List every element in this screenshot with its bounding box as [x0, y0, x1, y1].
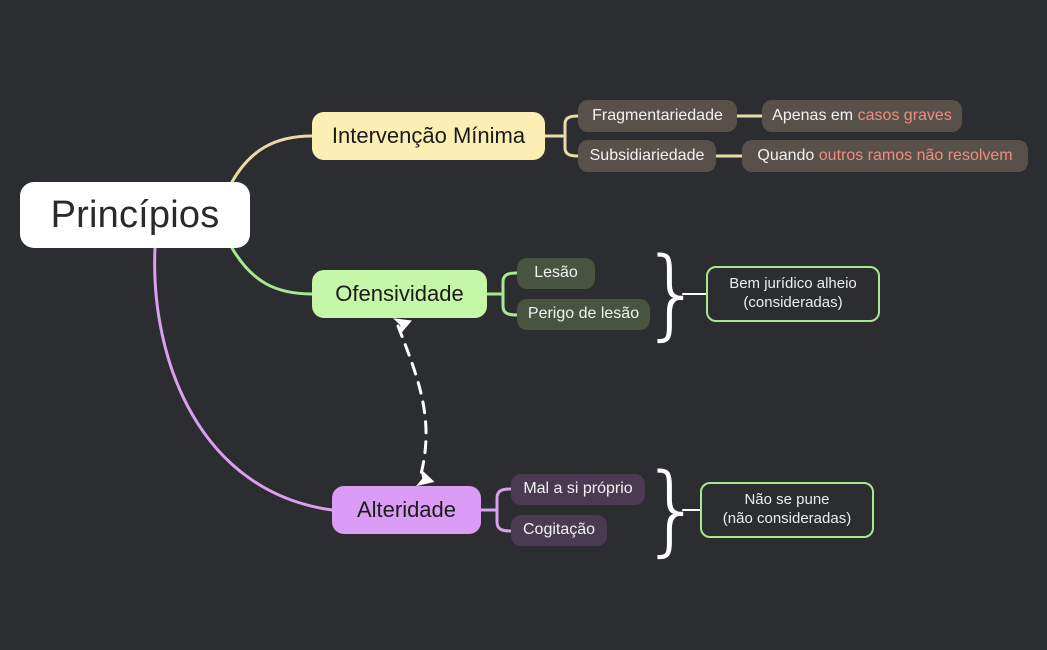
subnode-mal-a-si-proprio-label: Mal a si próprio	[523, 480, 633, 498]
cross-link-ofensividade-alteridade	[393, 318, 435, 487]
fork-intervencao	[543, 114, 580, 158]
subnode-lesao-label: Lesão	[534, 264, 578, 282]
subnode-subsidiariedade-label: Subsidiariedade	[589, 146, 705, 164]
callout-ofensividade[interactable]: Bem jurídico alheio (consideradas)	[706, 266, 880, 322]
detail-fragmentariedade-plain: Apenas em	[772, 106, 858, 124]
detail-fragmentariedade-highlight: casos graves	[857, 106, 952, 124]
branch-ofensividade-label: Ofensividade	[335, 281, 464, 307]
root-node[interactable]: Princípios	[20, 182, 250, 248]
detail-subsidiariedade[interactable]: Quando outros ramos não resolvem	[742, 140, 1028, 172]
brace-alteridade-glyph: }	[640, 453, 704, 567]
root-label: Princípios	[50, 193, 220, 236]
brace-ofensividade-glyph: }	[640, 237, 704, 351]
branch-intervencao-minima[interactable]: Intervenção Mínima	[312, 112, 545, 160]
edge-root-ofensividade	[230, 246, 314, 296]
detail-fragmentariedade[interactable]: Apenas em casos graves	[762, 100, 962, 132]
subnode-perigo-de-lesao-label: Perigo de lesão	[527, 305, 640, 323]
brace-alteridade: }	[641, 453, 703, 567]
branch-intervencao-minima-label: Intervenção Mínima	[331, 123, 526, 149]
subnode-fragmentariedade-label: Fragmentariedade	[592, 106, 723, 124]
detail-subsidiariedade-plain: Quando	[757, 146, 819, 164]
subnode-cogitacao[interactable]: Cogitação	[511, 515, 607, 546]
edge-root-intervencao	[230, 134, 314, 184]
brace-ofensividade: }	[641, 237, 703, 351]
branch-alteridade-label: Alteridade	[356, 497, 457, 523]
subnode-lesao[interactable]: Lesão	[517, 258, 595, 289]
callout-alteridade[interactable]: Não se pune (não consideradas)	[700, 482, 874, 538]
callout-alteridade-line2: (não consideradas)	[722, 510, 852, 527]
callout-ofensividade-line1: Bem jurídico alheio	[729, 275, 857, 293]
detail-subsidiariedade-highlight: outros ramos não resolvem	[818, 146, 1013, 164]
callout-alteridade-line1: Não se pune	[744, 491, 830, 509]
edge-root-alteridade	[153, 246, 334, 512]
subnode-perigo-de-lesao[interactable]: Perigo de lesão	[517, 299, 650, 330]
fork-alteridade	[479, 487, 513, 533]
subnode-subsidiariedade[interactable]: Subsidiariedade	[578, 140, 716, 172]
branch-ofensividade[interactable]: Ofensividade	[312, 270, 487, 318]
subnode-mal-a-si-proprio[interactable]: Mal a si próprio	[511, 474, 645, 505]
branch-alteridade[interactable]: Alteridade	[332, 486, 481, 534]
subnode-fragmentariedade[interactable]: Fragmentariedade	[578, 100, 737, 132]
subnode-cogitacao-label: Cogitação	[522, 521, 596, 539]
fork-ofensividade	[485, 271, 519, 317]
detail-fragmentariedade-text: Apenas em casos graves	[772, 107, 952, 126]
detail-subsidiariedade-text: Quando outros ramos não resolvem	[757, 147, 1012, 166]
callout-ofensividade-line2: (consideradas)	[743, 294, 843, 311]
